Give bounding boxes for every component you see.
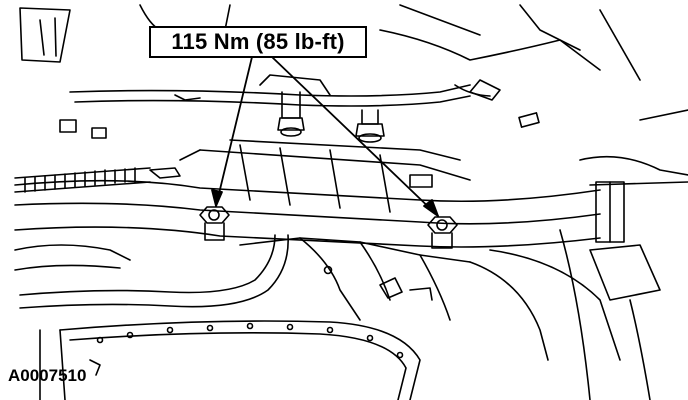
coolant-hose	[19, 234, 289, 309]
torque-spec-label: 115 Nm (85 lb-ft)	[149, 26, 367, 58]
upper-tie-rod	[69, 74, 471, 107]
upper-bolts	[277, 91, 385, 143]
transmission-housing	[239, 237, 621, 361]
upper-body-panel	[19, 4, 641, 139]
crossmember-bolt-right	[427, 216, 458, 249]
left-ribbed-mount	[14, 167, 151, 271]
figure-id-label: A0007510	[8, 366, 87, 385]
right-frame-rail	[559, 109, 688, 400]
crossmember-bolt-left	[199, 206, 230, 241]
crossmember	[14, 139, 601, 248]
callout-leader-lines	[211, 56, 439, 217]
oil-pan	[39, 320, 421, 400]
